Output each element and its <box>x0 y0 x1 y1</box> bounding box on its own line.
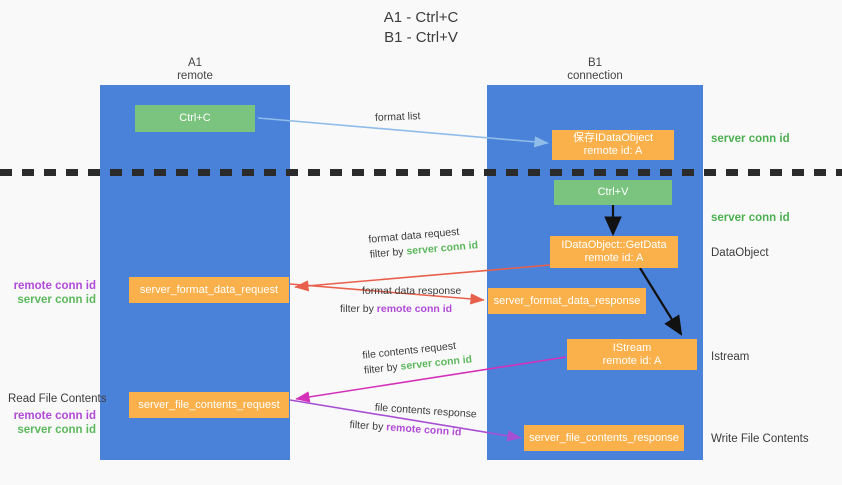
side-label-dataobject: DataObject <box>711 247 769 259</box>
side-label-server-conn-id-1: server conn id <box>711 133 790 145</box>
conn-id-remote-1: remote conn id <box>13 280 96 292</box>
edge-fcres-line2-hl: remote conn id <box>385 421 462 439</box>
node-server-format-data-request[interactable]: server_format_data_request <box>129 277 289 303</box>
node-ctrl-c[interactable]: Ctrl+C <box>135 105 255 132</box>
node-server-format-data-response[interactable]: server_format_data_response <box>488 288 646 314</box>
side-label-istream: Istream <box>711 351 750 363</box>
node-istream[interactable]: IStream remote id: A <box>567 339 697 370</box>
edge-fdres-line2-pre: filter by <box>340 303 377 315</box>
edge-label-format-list: format list <box>375 110 421 125</box>
edge-label-file-contents-response: file contents response filter by remote … <box>349 401 478 440</box>
column-header-b1: B1 connection <box>567 57 623 82</box>
side-label-read-file-contents: Read File Contents <box>8 393 107 405</box>
node-server-file-contents-response[interactable]: server_file_contents_response <box>524 425 684 451</box>
edge-format-list-text: format list <box>374 110 421 124</box>
edge-label-file-contents-request: file contents request filter by server c… <box>362 338 473 377</box>
node-server-file-contents-request[interactable]: server_file_contents_request <box>129 392 289 418</box>
phase-separator <box>0 169 842 176</box>
edge-fcres-line2-pre: filter by <box>349 418 387 434</box>
node-ctrl-v[interactable]: Ctrl+V <box>554 180 672 205</box>
edge-label-format-data-response: format data response filter by remote co… <box>340 285 462 316</box>
conn-ids-format-data: remote conn id server conn id <box>8 279 96 307</box>
conn-id-server-1: server conn id <box>17 294 96 306</box>
column-header-a1: A1 remote <box>177 57 213 82</box>
side-label-write-file-contents: Write File Contents <box>711 433 809 445</box>
conn-id-remote-2: remote conn id <box>13 410 96 422</box>
edge-fdreq-line2-pre: filter by <box>369 245 407 261</box>
conn-id-server-2: server conn id <box>17 424 96 436</box>
edge-fdres-line2-hl: remote conn id <box>376 303 453 315</box>
side-label-server-conn-id-2: server conn id <box>711 212 790 224</box>
edge-fdres-line1: format data response <box>362 285 462 297</box>
edge-fcreq-line2-pre: filter by <box>363 360 402 377</box>
conn-ids-file-contents: remote conn id server conn id <box>8 409 96 437</box>
edge-label-format-data-request: format data request filter by server con… <box>368 224 479 261</box>
page-title: A1 - Ctrl+C B1 - Ctrl+V <box>383 9 459 46</box>
edge-fcres-line1: file contents response <box>374 401 478 421</box>
node-save-idataobject[interactable]: 保存IDataObject remote id: A <box>552 130 674 160</box>
node-idataobject-getdata[interactable]: IDataObject::GetData remote id: A <box>550 236 678 268</box>
